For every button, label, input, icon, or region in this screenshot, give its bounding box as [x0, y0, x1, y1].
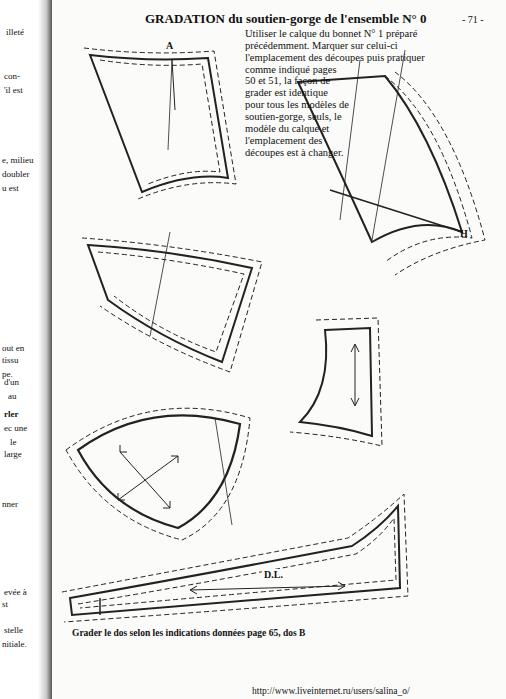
- margin-fragment: rler: [4, 410, 18, 420]
- margin-fragment: con-: [4, 72, 20, 82]
- instruction-block: Utiliser le calque du bonnet N° 1 prépar…: [245, 28, 457, 265]
- margin-fragment: u est: [2, 184, 19, 194]
- margin-fragment: au: [8, 392, 17, 402]
- margin-fragment: d'un: [4, 378, 19, 388]
- margin-fragment: illeté: [6, 28, 24, 38]
- margin-fragment: e, milieu: [2, 156, 34, 166]
- point-letter: A: [166, 40, 173, 51]
- margin-fragment: ec une: [4, 424, 27, 434]
- margin-fragment: evée à: [4, 588, 27, 598]
- margin-fragment: st: [2, 600, 8, 610]
- page-title: GRADATION du soutien-gorge de l'ensemble…: [145, 12, 427, 26]
- margin-fragment: out en: [2, 344, 24, 354]
- caption-note: Grader le dos selon les indications donn…: [72, 628, 305, 638]
- margin-fragment: tissu: [2, 356, 19, 366]
- page-number: - 71 -: [462, 14, 484, 25]
- margin-fragment: le: [10, 438, 17, 448]
- margin-fragment: nner: [2, 500, 18, 510]
- url-footer: http://www.liveinternet.ru/users/salina_…: [252, 686, 410, 696]
- margin-fragment: nitiale.: [2, 640, 27, 650]
- margin-fragment: 'il est: [4, 86, 23, 96]
- margin-fragment: large: [4, 450, 22, 460]
- point-letter: H: [460, 228, 468, 239]
- margin-fragment: doubler: [2, 170, 30, 180]
- instruction-text: Utiliser le calque du bonnet N° 1 prépar…: [245, 28, 425, 158]
- margin-fragment: stelle: [4, 626, 23, 636]
- dimension-label: D.L.: [262, 569, 285, 580]
